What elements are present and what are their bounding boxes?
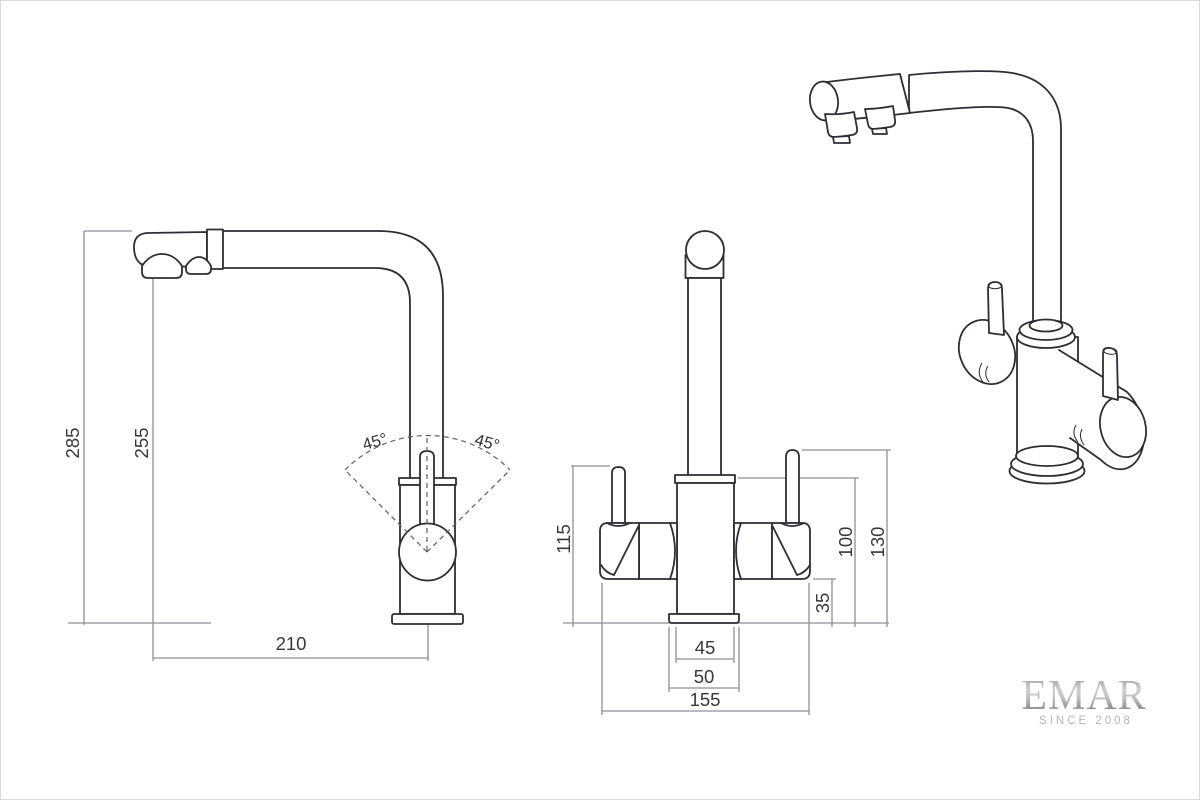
aerator-nozzle-large bbox=[141, 253, 183, 279]
side-view-dimension-lines bbox=[68, 230, 429, 661]
side-view: 285 255 210 45° 45° bbox=[62, 228, 511, 661]
valve-fillet-left bbox=[669, 522, 676, 580]
valve-connector-right bbox=[733, 522, 773, 580]
base-flange-top-3d bbox=[1015, 445, 1079, 467]
handle-rod-left-3d bbox=[987, 281, 1005, 336]
body-column-front bbox=[676, 482, 735, 615]
brand-tagline: SINCE 2008 bbox=[1039, 715, 1133, 727]
aerator-large-foot-3d bbox=[832, 135, 851, 144]
dim-left-handle-height-label: 115 bbox=[553, 524, 574, 554]
handle-cap-right-3d bbox=[1102, 347, 1118, 355]
dim-body-height-label: 100 bbox=[835, 527, 856, 558]
brand-name: EMAR bbox=[1021, 673, 1146, 719]
swivel-arc bbox=[344, 435, 511, 553]
spout-ball-front bbox=[685, 230, 725, 270]
spout-tube-3d bbox=[908, 70, 1062, 334]
collar-socket-3d bbox=[1028, 318, 1064, 333]
base-flange-front bbox=[668, 613, 740, 624]
handle-rod-right bbox=[785, 449, 800, 524]
dim-spout-reach-label: 210 bbox=[276, 633, 307, 654]
swivel-angle-right-label: 45° bbox=[473, 431, 502, 455]
valve-body-left bbox=[599, 522, 640, 580]
lever-profile-right bbox=[772, 526, 811, 576]
spout-head-band bbox=[206, 228, 224, 270]
valve-connector-left bbox=[638, 522, 678, 580]
handle-cap-left-3d bbox=[987, 281, 1003, 290]
dim-spout-height-label: 255 bbox=[131, 428, 152, 459]
dim-column-width-label: 45 bbox=[695, 637, 716, 658]
dim-right-handle-height-label: 130 bbox=[867, 527, 888, 558]
spout-tube-side bbox=[222, 230, 444, 480]
dim-total-height-label: 285 bbox=[62, 428, 83, 459]
handle-rod-right-3d bbox=[1102, 346, 1119, 401]
perspective-view bbox=[809, 70, 1147, 485]
brand-logo: EMAR SINCE 2008 bbox=[1021, 673, 1146, 727]
aerator-large-3d bbox=[824, 111, 859, 139]
rod-socket-notches bbox=[606, 522, 805, 527]
spout-tube-front bbox=[687, 277, 722, 477]
dim-valve-offset-label: 35 bbox=[812, 593, 833, 614]
base-flange-side bbox=[391, 613, 464, 625]
lever-profile-left bbox=[600, 526, 639, 576]
junction-hatching bbox=[978, 362, 1085, 446]
aerator-small-foot-3d bbox=[871, 127, 888, 135]
valve-left-3d bbox=[957, 319, 1017, 385]
handle-rod-left bbox=[611, 466, 626, 524]
dim-base-width-label: 50 bbox=[694, 666, 715, 687]
aerator-nozzle-small bbox=[185, 256, 212, 275]
aerator-small-3d bbox=[864, 105, 897, 131]
valve-fillet-right bbox=[735, 522, 742, 580]
body-cap-front bbox=[674, 474, 736, 484]
swivel-angle-left-label: 45° bbox=[361, 430, 390, 454]
front-view: 115 100 130 35 45 50 155 bbox=[553, 230, 891, 715]
valve-body-right bbox=[771, 522, 811, 580]
dim-overall-width-label: 155 bbox=[690, 689, 721, 710]
